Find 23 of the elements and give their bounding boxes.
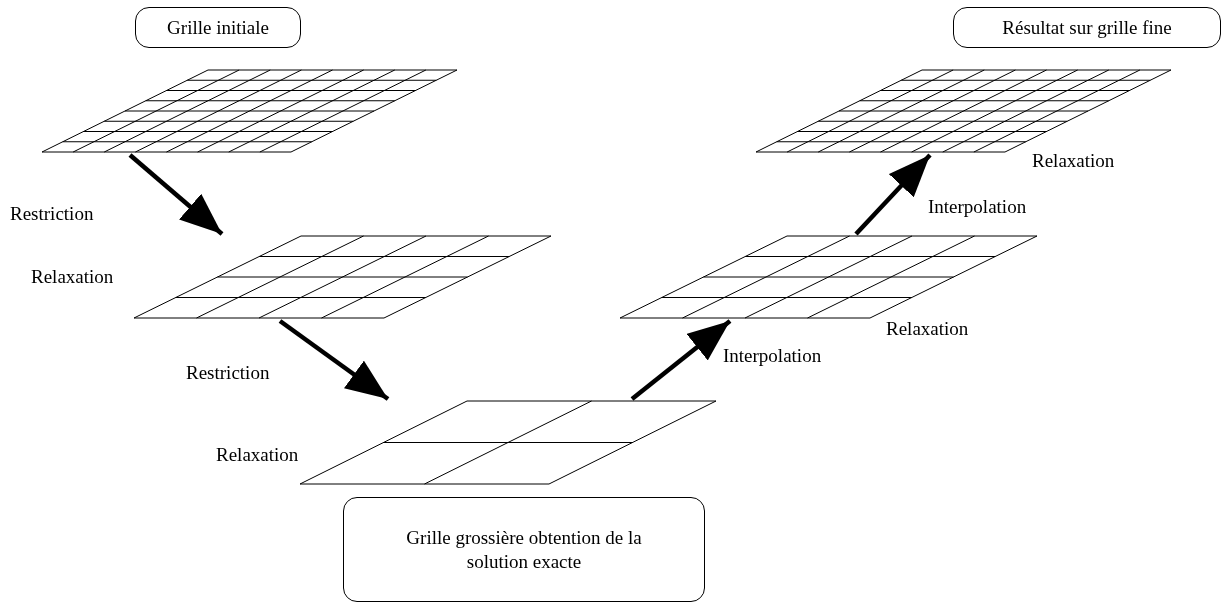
arrow	[630, 319, 732, 401]
arrow	[278, 319, 390, 401]
grid-drawing	[134, 236, 551, 318]
step-label: Relaxation	[31, 266, 114, 288]
arrow	[854, 153, 932, 236]
box-label: Grille grossière obtention de la solution exacte	[405, 525, 643, 574]
edge-label: Interpolation	[723, 345, 822, 367]
step-label: Relaxation	[216, 444, 299, 466]
step-label: Relaxation	[886, 318, 969, 340]
grid-drawing	[42, 70, 457, 152]
grid-drawing	[756, 70, 1171, 152]
grid-drawing	[620, 236, 1037, 318]
edge-label: Restriction	[186, 362, 270, 384]
edge-label: Restriction	[10, 203, 94, 225]
rounded-box	[343, 497, 705, 602]
step-label: Relaxation	[1032, 150, 1115, 172]
box-label: Grille initiale	[167, 15, 269, 40]
arrow	[128, 153, 224, 236]
rounded-box	[135, 7, 301, 48]
box-label: Résultat sur grille fine	[1002, 15, 1172, 40]
grid-drawing	[300, 401, 716, 484]
edge-label: Interpolation	[928, 196, 1027, 218]
rounded-box	[953, 7, 1221, 48]
